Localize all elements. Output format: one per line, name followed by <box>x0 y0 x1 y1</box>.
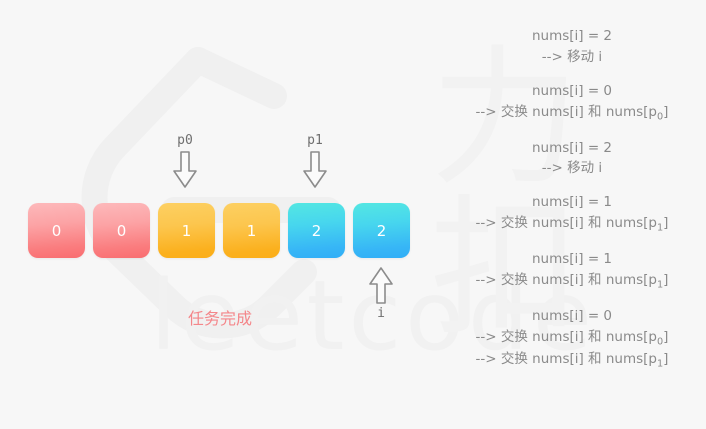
step-action: --> 交换 nums[i] 和 nums[p1] <box>475 215 669 234</box>
array-cell[interactable]: 1 <box>158 203 215 258</box>
array-cell[interactable]: 2 <box>288 203 345 258</box>
pointer-p0-label: p0 <box>177 133 193 148</box>
step-condition: nums[i] = 2 <box>531 139 613 156</box>
step-group: nums[i] = 1 --> 交换 nums[i] 和 nums[p1] <box>443 192 701 236</box>
step-condition: nums[i] = 0 <box>531 307 613 324</box>
step-group: nums[i] = 0 --> 交换 nums[i] 和 nums[p0] <box>443 81 701 125</box>
array-cell[interactable]: 0 <box>28 203 85 258</box>
array-row: 0 0 1 1 2 2 <box>28 203 410 258</box>
pointer-p0: p0 <box>155 134 215 189</box>
array-cell[interactable]: 2 <box>353 203 410 258</box>
status-done-text: 任务完成 <box>187 309 252 328</box>
step-action: --> 移动 i <box>541 160 603 177</box>
arrow-down-icon <box>173 151 197 188</box>
step-action: --> 交换 nums[i] 和 nums[p1] <box>475 351 669 371</box>
pointer-i-label: i <box>377 306 385 321</box>
array-cell[interactable]: 1 <box>223 203 280 258</box>
pointer-p1: p1 <box>285 134 345 189</box>
step-condition: nums[i] = 1 <box>531 251 613 268</box>
step-action: --> 交换 nums[i] 和 nums[p0] <box>475 103 669 123</box>
arrow-up-icon <box>369 267 393 304</box>
pointer-p1-label: p1 <box>307 133 323 148</box>
arrow-down-icon <box>303 151 327 188</box>
step-group: nums[i] = 2 --> 移动 i <box>443 26 701 68</box>
step-condition: nums[i] = 1 <box>531 194 613 211</box>
step-group: nums[i] = 0 --> 交换 nums[i] 和 nums[p0] --… <box>443 306 701 372</box>
array-cell[interactable]: 0 <box>93 203 150 258</box>
step-condition: nums[i] = 2 <box>531 28 613 44</box>
step-action: --> 交换 nums[i] 和 nums[p1] <box>475 271 669 291</box>
step-group: nums[i] = 1 --> 交换 nums[i] 和 nums[p1] <box>443 249 701 293</box>
step-group: nums[i] = 2 --> 移动 i <box>443 138 701 180</box>
step-action: --> 移动 i <box>541 48 603 65</box>
pointer-i: i <box>351 266 411 320</box>
step-condition: nums[i] = 0 <box>531 82 613 99</box>
step-action: --> 交换 nums[i] 和 nums[p0] <box>475 328 669 348</box>
step-log: nums[i] = 2 --> 移动 i nums[i] = 0 --> 交换 … <box>443 26 701 385</box>
